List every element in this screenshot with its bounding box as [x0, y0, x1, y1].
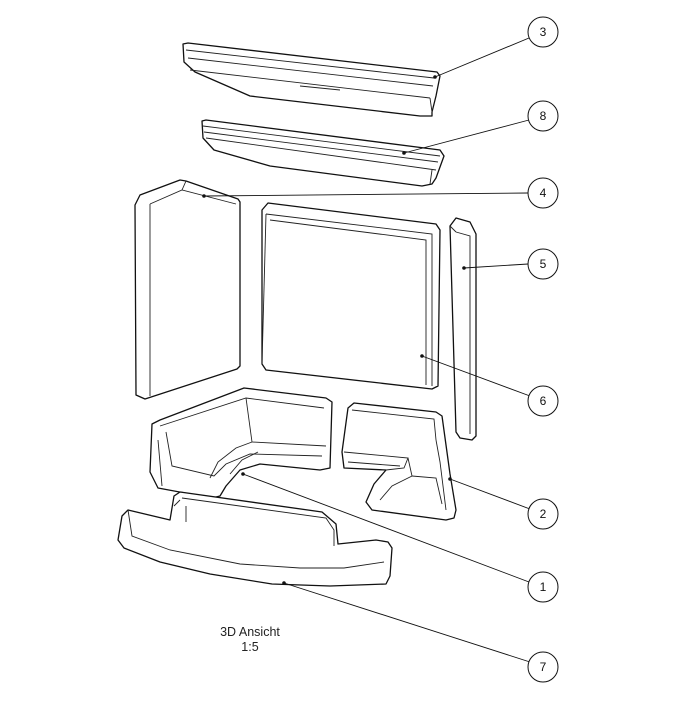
leader-2 [449, 478, 531, 510]
callout-label-1: 1 [540, 580, 547, 594]
callout-8: 8 [527, 100, 559, 132]
anchor-dot-8 [402, 151, 406, 155]
leader-8 [403, 119, 530, 154]
anchor-dot-1 [241, 472, 245, 476]
anchor-dot-4 [202, 194, 206, 198]
part-8-deflector-plate [201, 119, 445, 187]
leader-1 [242, 473, 530, 583]
callout-label-4: 4 [540, 186, 547, 200]
part-2-base-right [341, 402, 457, 521]
leader-7 [283, 582, 531, 663]
part-3-top-plate [182, 42, 441, 117]
leader-4 [203, 192, 529, 197]
callout-6: 6 [527, 385, 559, 417]
part-5-right-side-panel [449, 217, 477, 441]
leader-6 [421, 355, 531, 397]
callout-5: 5 [527, 248, 559, 280]
callout-1: 1 [527, 571, 559, 603]
view-title: 3D Ansicht [220, 625, 280, 639]
part-6-back-panel [261, 202, 441, 390]
callout-7: 7 [527, 651, 559, 683]
callout-label-5: 5 [540, 257, 547, 271]
callout-label-3: 3 [540, 25, 547, 39]
leader-3 [434, 37, 530, 78]
leader-5 [463, 263, 529, 269]
callout-3: 3 [527, 16, 559, 48]
part-4-left-side-panel [134, 179, 241, 400]
part-1-base-left [149, 387, 333, 499]
leader-anchor-dots [202, 75, 466, 585]
anchor-dot-3 [433, 75, 437, 79]
view-scale: 1:5 [241, 640, 259, 654]
anchor-dot-2 [448, 477, 452, 481]
callout-label-8: 8 [540, 109, 547, 123]
anchor-dot-5 [462, 266, 466, 270]
callout-label-7: 7 [540, 660, 547, 674]
callout-2: 2 [527, 498, 559, 530]
callout-label-2: 2 [540, 507, 547, 521]
leader-lines [203, 37, 531, 663]
anchor-dot-7 [282, 581, 286, 585]
callout-4: 4 [527, 177, 559, 209]
callout-label-6: 6 [540, 394, 547, 408]
anchor-dot-6 [420, 354, 424, 358]
part-7-front-lip [117, 491, 393, 587]
